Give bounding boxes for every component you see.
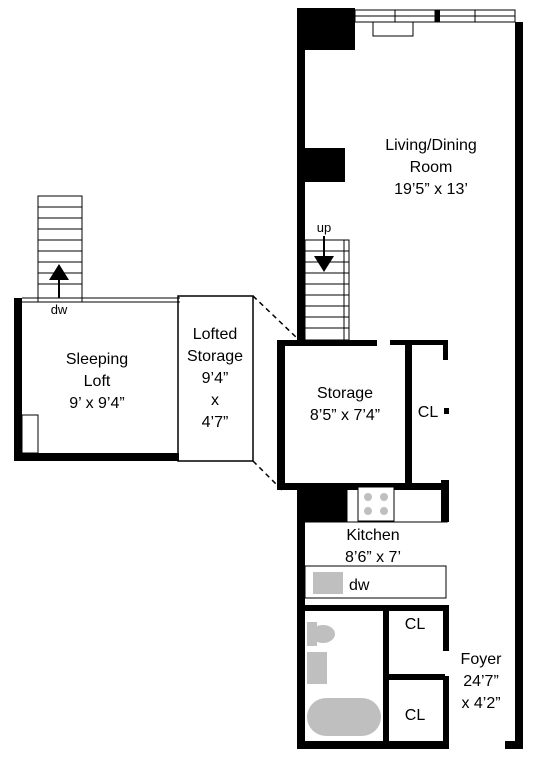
loft-wall-left [14, 298, 22, 461]
column-mid-left [305, 148, 345, 182]
lofted-storage-outline [177, 295, 254, 462]
column-top-left [297, 8, 355, 50]
lofted-storage-dims-2: 4’7” [202, 414, 229, 431]
closet-wall-right-upper [443, 611, 449, 651]
loft-closet [21, 414, 39, 454]
dishwasher-icon [313, 572, 343, 594]
arrow-down-icon [314, 236, 334, 272]
kitchen-label: Kitchen [346, 527, 399, 544]
bathtub-icon [307, 698, 381, 736]
living-room-label: Living/Dining [385, 137, 477, 154]
storage-dims: 8’5” x 7’4” [310, 407, 380, 424]
window-strip [354, 9, 516, 37]
storage-label: Storage [317, 385, 373, 402]
closet-rod-icon [444, 408, 449, 414]
kitchen-wall-right [441, 480, 449, 522]
closet-divider [383, 674, 445, 680]
kitchen-counter-block [305, 490, 347, 522]
wall-left-lower [297, 485, 305, 749]
loft-wall-bottom [14, 453, 179, 461]
staircase-up [304, 239, 350, 341]
foyer-dims-1: 24’7” [463, 673, 499, 690]
sleeping-loft-label-2: Loft [84, 373, 111, 390]
sleeping-loft-dims: 9’ x 9’4” [69, 395, 124, 412]
storage-wall-top [277, 340, 377, 346]
sleeping-loft-label: Sleeping [66, 351, 128, 368]
lofted-storage-x: x [211, 392, 219, 409]
storage-closet-label: CL [418, 404, 439, 421]
sink-icon [307, 652, 327, 684]
lofted-storage-label: Lofted [193, 326, 237, 343]
storage-wall-left [277, 340, 285, 490]
dashed-line-top [252, 295, 298, 339]
living-room-dims: 19’5” x 13’ [394, 181, 468, 198]
wall-bottom-right [505, 741, 523, 749]
kitchen-counter-lower [304, 565, 447, 599]
stairs-up-label: up [317, 220, 331, 235]
dashed-line-bottom [252, 460, 284, 492]
foyer-dims-2: x 4’2” [461, 695, 500, 712]
lofted-storage-label-2: Storage [187, 348, 243, 365]
toilet-icon [307, 622, 335, 646]
dishwasher-label: dw [349, 577, 370, 594]
foyer-label: Foyer [461, 651, 503, 668]
wall-bottom-left [297, 741, 449, 749]
kitchen-dims: 8’6” x 7’ [345, 549, 401, 566]
wall-right [515, 22, 523, 749]
closet-wall-right-top [443, 340, 448, 360]
upper-closet-label: CL [405, 616, 426, 633]
living-room-label-2: Room [410, 159, 453, 176]
closet-wall-top [390, 340, 448, 345]
bath-wall-top [305, 605, 449, 611]
stove-icon [357, 486, 395, 522]
lower-closet-label: CL [405, 707, 426, 724]
stairs-down-label: dw [51, 302, 68, 317]
closet-wall-right-lower [443, 676, 449, 749]
wall-left-upper [297, 8, 305, 346]
storage-wall-right [405, 340, 412, 490]
lofted-storage-dims-1: 9’4” [202, 370, 229, 387]
arrow-up-icon [49, 264, 69, 298]
